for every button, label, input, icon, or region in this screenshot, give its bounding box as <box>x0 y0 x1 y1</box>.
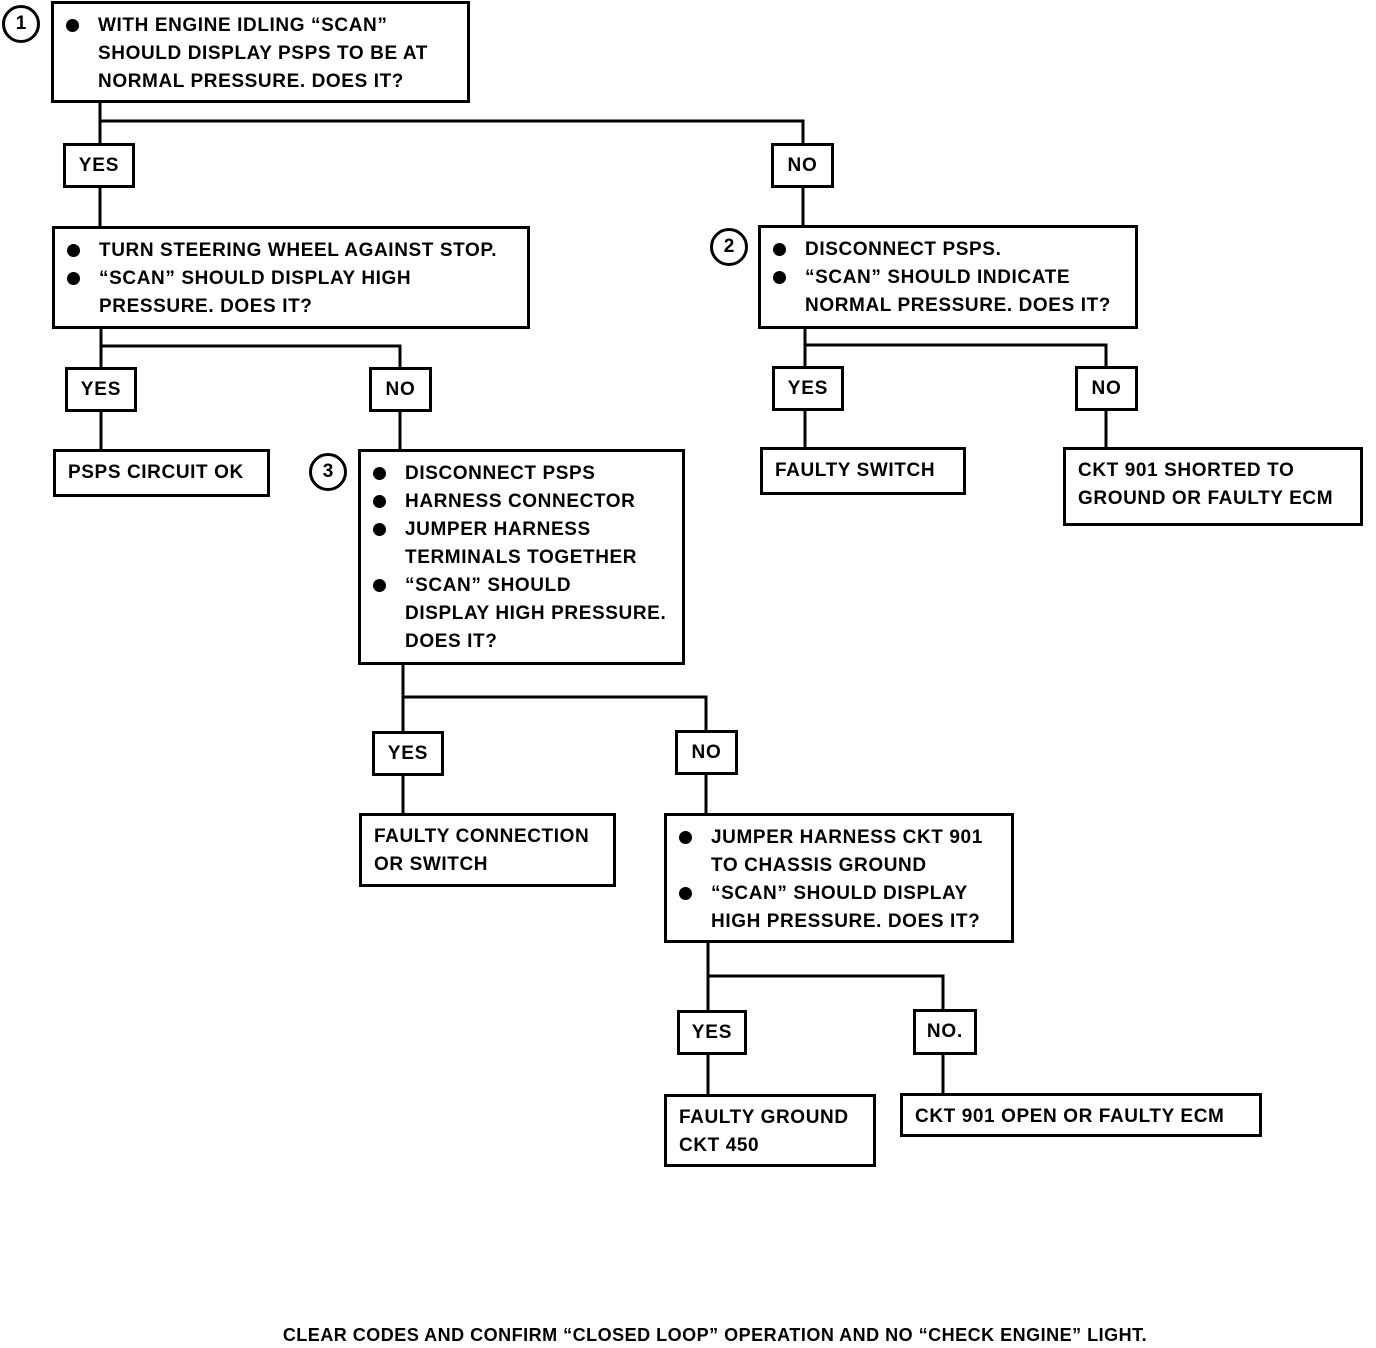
instruction-text: “SCAN” SHOULD DISPLAY HIGH PRESSURE. DOE… <box>711 883 981 932</box>
instruction-text: WITH ENGINE IDLING “SCAN” SHOULD DISPLAY… <box>98 15 429 92</box>
result-text: FAULTY CONNECTION OR SWITCH <box>374 826 590 875</box>
step-marker-1: 1 <box>2 5 40 43</box>
yes-label: YES <box>65 367 137 412</box>
yes-text: YES <box>387 742 429 764</box>
bullet-icon <box>373 495 386 508</box>
decision-box-disconnect-psps: DISCONNECT PSPS. “SCAN” SHOULD INDICATE … <box>758 225 1138 329</box>
yes-label: YES <box>677 1010 747 1055</box>
no-label: NO <box>771 143 834 188</box>
step-marker-2: 2 <box>710 228 748 266</box>
bullet-icon <box>773 271 786 284</box>
bullet-icon <box>679 831 692 844</box>
bullet-item: “SCAN” SHOULD DISPLAY HIGH PRESSURE. DOE… <box>679 880 1001 936</box>
connector-q4-no <box>708 974 945 1011</box>
no-text: NO. <box>926 1021 964 1042</box>
bullet-item: JUMPER HARNESS CKT 901 TO CHASSIS GROUND <box>679 824 1001 880</box>
no-text: NO <box>385 378 416 400</box>
bullet-icon <box>66 19 79 32</box>
result-box-faulty-switch: FAULTY SWITCH <box>760 447 966 495</box>
step-marker-3: 3 <box>309 453 347 491</box>
instruction-text: HARNESS CONNECTOR <box>405 491 636 512</box>
connector-q3-no <box>403 695 708 731</box>
result-box-ckt901-open: CKT 901 OPEN OR FAULTY ECM <box>900 1093 1262 1137</box>
bullet-item: “SCAN” SHOULD INDICATE NORMAL PRESSURE. … <box>773 264 1125 320</box>
result-text: PSPS CIRCUIT OK <box>68 462 244 483</box>
no-label: NO <box>675 730 738 775</box>
decision-box-jumper-terminals: DISCONNECT PSPS HARNESS CONNECTOR JUMPER… <box>358 449 685 665</box>
yes-text: YES <box>80 378 122 400</box>
no-text: NO <box>691 741 722 763</box>
no-text: NO <box>1091 377 1122 399</box>
bullet-item: “SCAN” SHOULD DISPLAY HIGH PRESSURE. DOE… <box>67 265 517 321</box>
footer-instruction: CLEAR CODES AND CONFIRM “CLOSED LOOP” OP… <box>282 1325 1148 1345</box>
connector-q5-no <box>805 343 1108 367</box>
result-text: CKT 901 OPEN OR FAULTY ECM <box>915 1106 1225 1127</box>
decision-box-jumper-ckt901: JUMPER HARNESS CKT 901 TO CHASSIS GROUND… <box>664 813 1014 943</box>
result-text: CKT 901 SHORTED TO GROUND OR FAULTY ECM <box>1078 460 1334 509</box>
result-box-psps-ok: PSPS CIRCUIT OK <box>53 449 270 497</box>
bullet-icon <box>67 244 80 257</box>
decision-box-steering-stop: TURN STEERING WHEEL AGAINST STOP. “SCAN”… <box>52 226 530 329</box>
instruction-text: JUMPER HARNESS CKT 901 TO CHASSIS GROUND <box>711 827 983 876</box>
yes-text: YES <box>787 377 829 399</box>
bullet-item: DISCONNECT PSPS <box>373 460 672 488</box>
step-number: 2 <box>723 236 735 257</box>
bullet-icon <box>373 579 386 592</box>
instruction-text: “SCAN” SHOULD INDICATE NORMAL PRESSURE. … <box>805 267 1112 316</box>
no-label: NO <box>369 367 432 412</box>
bullet-item: DISCONNECT PSPS. <box>773 236 1125 264</box>
result-text: FAULTY GROUND CKT 450 <box>679 1107 849 1156</box>
instruction-text: TURN STEERING WHEEL AGAINST STOP. <box>99 240 498 261</box>
instruction-text: “SCAN” SHOULD DISPLAY HIGH PRESSURE. DOE… <box>99 268 412 317</box>
yes-label: YES <box>63 143 135 188</box>
step-number: 1 <box>15 13 27 34</box>
bullet-item: HARNESS CONNECTOR <box>373 488 672 516</box>
connector-q1-no <box>100 119 805 144</box>
yes-label: YES <box>372 731 444 776</box>
yes-text: YES <box>78 154 120 176</box>
bullet-icon <box>679 887 692 900</box>
result-text: FAULTY SWITCH <box>775 460 936 481</box>
instruction-text: DISCONNECT PSPS. <box>805 239 1002 260</box>
result-box-ckt901-shorted: CKT 901 SHORTED TO GROUND OR FAULTY ECM <box>1063 447 1363 526</box>
result-box-faulty-ground: FAULTY GROUND CKT 450 <box>664 1094 876 1167</box>
bullet-icon <box>373 467 386 480</box>
decision-box-idle-pressure: WITH ENGINE IDLING “SCAN” SHOULD DISPLAY… <box>51 1 470 103</box>
result-box-faulty-connection: FAULTY CONNECTION OR SWITCH <box>359 813 616 887</box>
bullet-icon <box>773 243 786 256</box>
no-label: NO <box>1075 366 1138 411</box>
bullet-item: JUMPER HARNESS TERMINALS TOGETHER <box>373 516 672 572</box>
step-number: 3 <box>322 461 334 482</box>
bullet-item: WITH ENGINE IDLING “SCAN” SHOULD DISPLAY… <box>66 12 457 96</box>
no-text: NO <box>787 154 818 176</box>
bullet-icon <box>373 523 386 536</box>
instruction-text: DISCONNECT PSPS <box>405 463 596 484</box>
no-label: NO. <box>913 1009 977 1055</box>
bullet-icon <box>67 272 80 285</box>
bullet-item: TURN STEERING WHEEL AGAINST STOP. <box>67 237 517 265</box>
instruction-text: “SCAN” SHOULD DISPLAY HIGH PRESSURE. DOE… <box>405 575 667 652</box>
yes-label: YES <box>772 366 844 411</box>
connector-q2-no <box>101 344 402 368</box>
bullet-item: “SCAN” SHOULD DISPLAY HIGH PRESSURE. DOE… <box>373 572 672 656</box>
yes-text: YES <box>691 1021 733 1043</box>
instruction-text: JUMPER HARNESS TERMINALS TOGETHER <box>405 519 638 568</box>
